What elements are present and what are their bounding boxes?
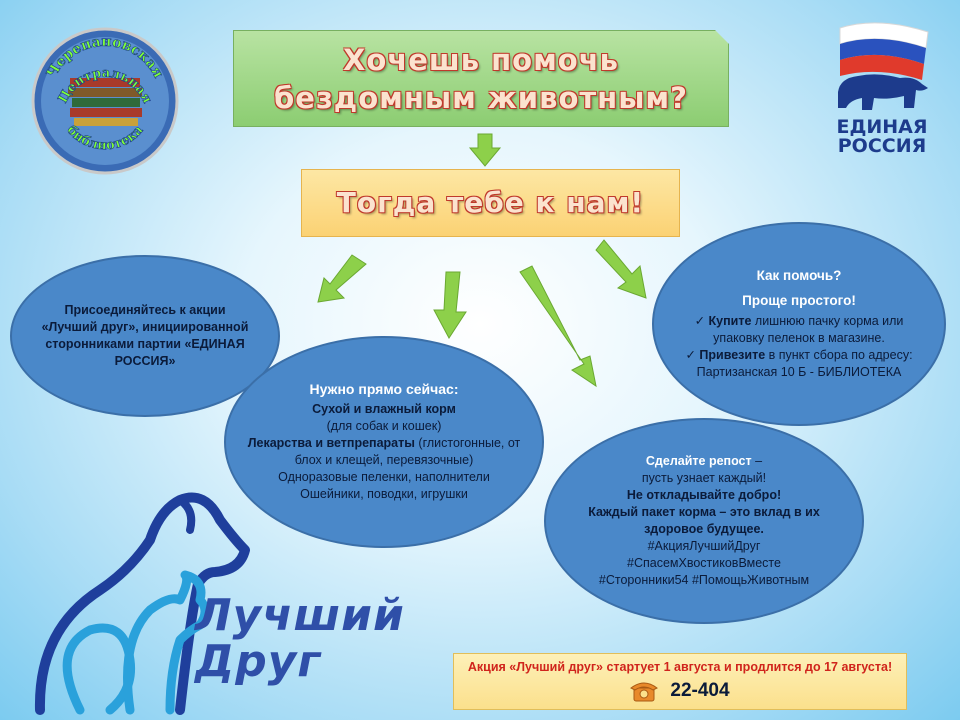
- join-ellipse: Присоединяйтесь к акции «Лучший друг», и…: [10, 255, 280, 417]
- info-text: Акция «Лучший друг» стартует 1 августа и…: [467, 660, 893, 674]
- arrow-to-need-icon: [433, 271, 467, 339]
- check-icon: ✓: [685, 348, 696, 362]
- best-friend-logo-line-2: Друг: [195, 636, 322, 687]
- need-item-1-rest: (для собак и кошек): [326, 419, 442, 433]
- repost-line-3: Не откладывайте добро!: [626, 488, 782, 502]
- how-heading-2: Проще простого!: [742, 293, 856, 308]
- phone-row[interactable]: 22-404: [454, 680, 906, 702]
- how-step-2-bold: Привезите: [699, 348, 766, 362]
- how-step-1: ✓ Купите лишнюю пачку корма или упаковку…: [676, 313, 922, 347]
- arrow-to-how-icon: [595, 239, 647, 299]
- how-step-1-bold: Купите: [708, 314, 752, 328]
- repost-tag-2[interactable]: #СпасемХвостиковВместе: [627, 556, 781, 570]
- best-friend-logo-line-1: Лучший: [195, 590, 405, 641]
- party-logo-line-2: РОССИЯ: [837, 135, 927, 157]
- how-steps: ✓ Купите лишнюю пачку корма или упаковку…: [676, 313, 922, 381]
- need-item-3: Одноразовые пеленки, наполнители: [278, 470, 490, 484]
- join-text: Присоединяйтесь к акции «Лучший друг», и…: [41, 303, 249, 368]
- how-step-2-rest: в пункт сбора по адресу: Партизанская 10…: [696, 348, 913, 379]
- best-friend-logo: Лучший Друг: [30, 480, 420, 716]
- library-logo: Черепановская Центральная библиотека: [30, 26, 180, 176]
- repost-line-1-rest: –: [751, 454, 763, 468]
- party-logo-line-1: ЕДИНАЯ: [836, 116, 928, 138]
- need-item-1-bold: Сухой и влажный корм: [312, 402, 456, 416]
- title-box: Хочешь помочь бездомным животным?: [233, 30, 729, 127]
- repost-tag-3[interactable]: #Сторонники54 #ПомощьЖивотным: [598, 573, 810, 587]
- info-box: Акция «Лучший друг» стартует 1 августа и…: [453, 653, 907, 710]
- arrow-to-repost-icon: [519, 265, 597, 388]
- need-ellipse: Нужно прямо сейчас: Сухой и влажный корм…: [224, 336, 544, 548]
- repost-ellipse: Сделайте репост – пусть узнает каждый! Н…: [544, 418, 864, 624]
- need-item-4: Ошейники, поводки, игрушки: [300, 487, 468, 501]
- best-friend-logo-text: Лучший Друг: [195, 593, 405, 685]
- subtitle: Тогда тебе к нам!: [336, 186, 645, 219]
- how-heading-1: Как помочь?: [756, 268, 842, 283]
- check-icon: ✓: [694, 314, 706, 328]
- need-item-1: Сухой и влажный корм: [312, 401, 456, 418]
- library-logo-graphic: Черепановская Центральная библиотека: [31, 27, 179, 175]
- how-step-2: ✓ Привезите в пункт сбора по адресу: Пар…: [676, 347, 922, 381]
- repost-line-2: пусть узнает каждый!: [641, 471, 767, 485]
- how-step-1-rest: лишнюю пачку корма или упаковку пеленок …: [713, 314, 904, 345]
- repost-line-1-bold: Сделайте репост: [645, 454, 752, 468]
- phone-number[interactable]: 22-404: [670, 680, 730, 701]
- need-heading: Нужно прямо сейчас:: [309, 381, 459, 397]
- need-item-2-rest: (глистогонные, от блох и клещей, перевяз…: [294, 436, 521, 467]
- party-logo: ЕДИНАЯ РОССИЯ: [818, 18, 946, 162]
- subtitle-box: Тогда тебе к нам!: [301, 169, 680, 237]
- repost-tag-1[interactable]: #АкцияЛучшийДруг: [647, 539, 761, 553]
- repost-line-1: Сделайте репост –: [646, 453, 762, 470]
- arrow-to-join-icon: [317, 254, 367, 303]
- arrow-down-icon: [468, 133, 502, 167]
- need-item-2: Лекарства и ветпрепараты (глистогонные, …: [226, 435, 542, 469]
- repost-line-4: Каждый пакет корма – это вклад в их здор…: [588, 505, 820, 536]
- party-logo-text: ЕДИНАЯ РОССИЯ: [818, 118, 946, 156]
- title-line-1: Хочешь помочь: [343, 42, 619, 77]
- need-item-2-bold: Лекарства и ветпрепараты: [247, 436, 415, 450]
- title-line-2: бездомным животным?: [274, 80, 688, 115]
- bear-flag-icon: [838, 22, 929, 110]
- how-ellipse: Как помочь? Проще простого! ✓ Купите лиш…: [652, 222, 946, 426]
- dog-cat-icon: [34, 492, 250, 715]
- telephone-icon: [630, 682, 659, 702]
